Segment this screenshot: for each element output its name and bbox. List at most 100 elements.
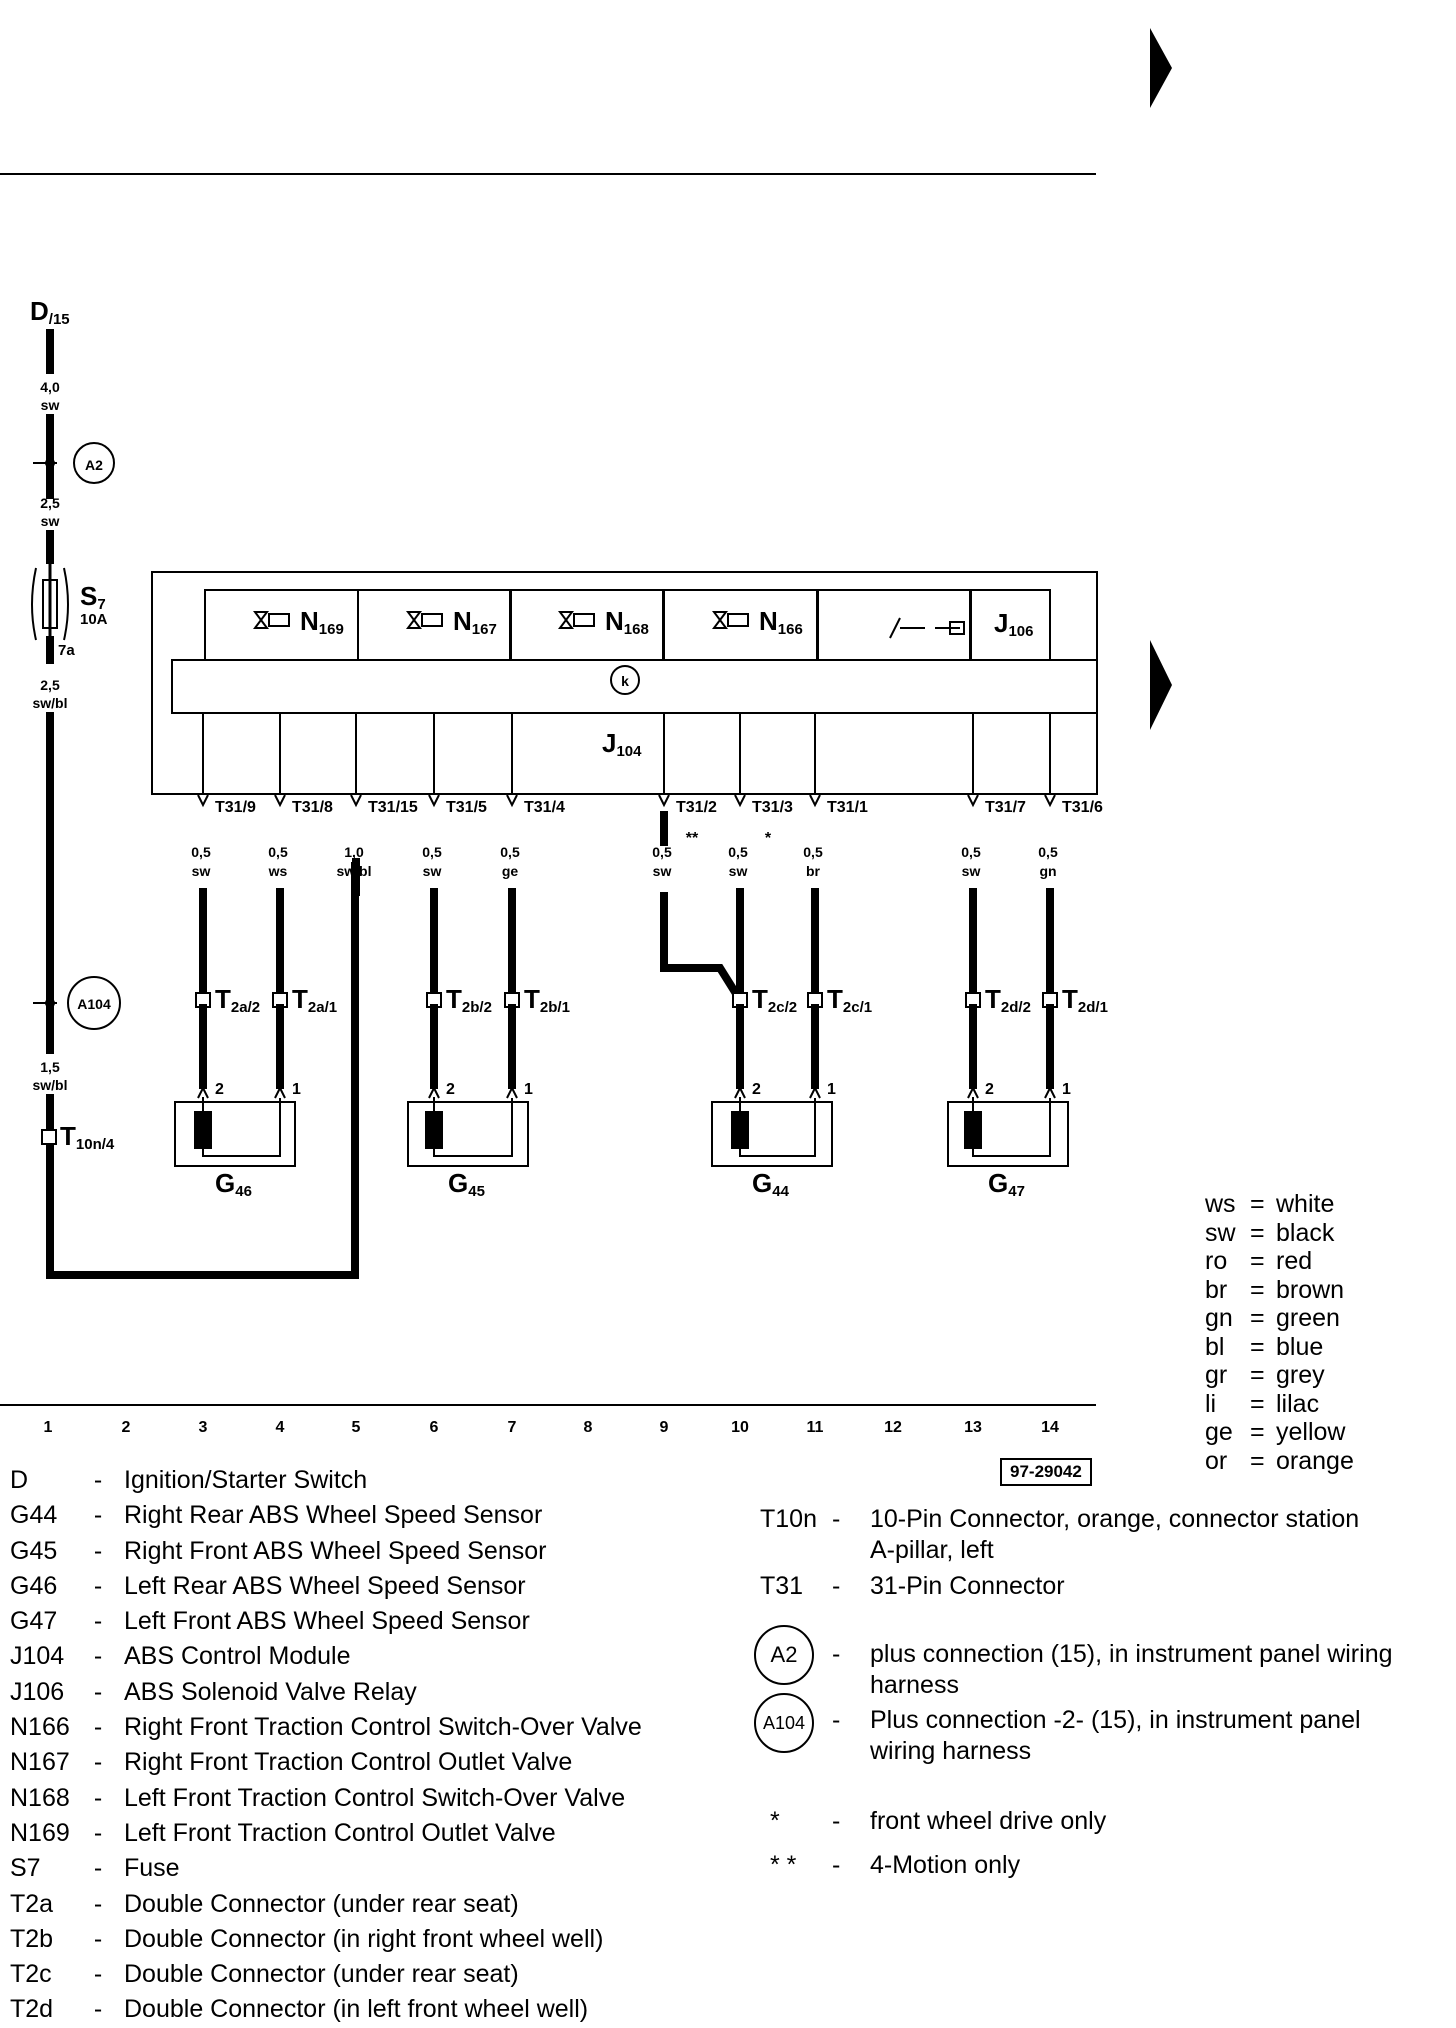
column-number: 4 xyxy=(276,1419,285,1436)
control-unit-symbol: k xyxy=(621,673,629,689)
legend-desc: Right Front Traction Control Outlet Valv… xyxy=(124,1748,573,1777)
wire-gauge: 0,5 xyxy=(191,844,211,860)
pin-arrow-icon xyxy=(967,1085,979,1099)
legend-desc: Left Front ABS Wheel Speed Sensor xyxy=(124,1607,530,1636)
legend-desc: ABS Control Module xyxy=(124,1642,351,1671)
legend-desc: harness xyxy=(870,1671,959,1699)
pin-arrow-icon xyxy=(274,794,286,808)
sensor-pin-label: 2 xyxy=(752,1081,761,1098)
pin-label: T31/5 xyxy=(446,799,487,816)
pin-arrow-icon xyxy=(197,1085,209,1099)
legend-row: N166-Right Front Traction Control Switch… xyxy=(10,1710,642,1745)
legend-desc: Ignition/Starter Switch xyxy=(124,1466,368,1494)
legend-row: G47 -Left Front ABS Wheel Speed Sensor xyxy=(10,1604,642,1639)
color-name: red xyxy=(1276,1247,1313,1275)
legend-code: G47 xyxy=(10,1607,58,1636)
valve-168-label: N168 xyxy=(605,606,649,638)
legend-dash: - xyxy=(93,1607,103,1636)
legend-code: N168 xyxy=(10,1783,70,1812)
connector-label: T2d/2 xyxy=(985,984,1031,1016)
fuse-pin: 7a xyxy=(58,642,75,659)
legend-code: * xyxy=(770,1807,780,1835)
wire-color: sw/bl xyxy=(32,1077,67,1093)
pin-arrow-icon xyxy=(428,1085,440,1099)
t10n-label: T10n/4 xyxy=(60,1121,115,1153)
color-abbr: ge xyxy=(1205,1418,1233,1446)
legend-desc: Left Front Traction Control Outlet Valve xyxy=(124,1818,556,1847)
color-key-row: ge=yellow xyxy=(1205,1418,1354,1447)
color-key-row: li=lilac xyxy=(1205,1390,1354,1419)
legend-row: N169-Left Front Traction Control Outlet … xyxy=(10,1816,642,1851)
wire-color: sw xyxy=(41,513,60,529)
wire-gauge: 0,5 xyxy=(1038,844,1058,860)
valve-icon xyxy=(406,611,422,629)
legend-row: T2d-Double Connector (in left front whee… xyxy=(10,1992,642,2027)
pin-mark: ** xyxy=(686,830,699,847)
color-name: grey xyxy=(1276,1361,1325,1389)
color-name: white xyxy=(1276,1190,1335,1218)
legend-dash: - xyxy=(93,1960,103,1989)
color-key-row: ws=white xyxy=(1205,1190,1354,1219)
legend-desc: Right Front Traction Control Switch-Over… xyxy=(124,1713,642,1742)
pin-label: T31/2 xyxy=(676,799,717,816)
color-eq: = xyxy=(1250,1304,1265,1332)
pin-arrow-icon xyxy=(506,794,518,808)
a2-circle xyxy=(73,442,115,484)
legend-code: T10n xyxy=(760,1505,817,1533)
legend-dash: - xyxy=(93,1466,103,1494)
legend-row: G45-Right Front ABS Wheel Speed Sensor xyxy=(10,1534,642,1569)
a2-label: A2 xyxy=(85,457,103,473)
reference-number: 97-29042 xyxy=(1000,1458,1092,1486)
legend-dash: - xyxy=(93,1571,103,1600)
valve-166-label: N166 xyxy=(759,606,803,638)
color-key-row: gr=grey xyxy=(1205,1361,1354,1390)
color-eq: = xyxy=(1250,1247,1265,1275)
legend-desc: plus connection (15), in instrument pane… xyxy=(870,1640,1393,1668)
wire-gauge: 0,5 xyxy=(652,844,672,860)
legend-row: S7-Fuse xyxy=(10,1851,642,1886)
valve-icon xyxy=(712,611,728,629)
color-key-row: bl=blue xyxy=(1205,1333,1354,1362)
sensor-outline xyxy=(174,1101,296,1167)
legend-dash: - xyxy=(93,1889,103,1918)
legend-dash: - xyxy=(832,1572,841,1600)
legend-dash: - xyxy=(93,1748,103,1777)
wire-color: sw xyxy=(423,863,442,879)
sensor-outline xyxy=(947,1101,1069,1167)
sensor-pin-label: 1 xyxy=(524,1081,533,1098)
color-eq: = xyxy=(1250,1332,1265,1361)
legend-dash: - xyxy=(832,1807,841,1835)
legend-dash: - xyxy=(832,1505,841,1533)
column-number: 5 xyxy=(352,1419,361,1436)
legend-desc: wiring harness xyxy=(870,1737,1032,1765)
legend-desc: Double Connector (under rear seat) xyxy=(124,1960,519,1989)
continue-arrow-icon xyxy=(1150,640,1172,730)
pin-arrow-icon xyxy=(734,1085,746,1099)
sensor-pin-label: 1 xyxy=(292,1081,301,1098)
relay-contact-box xyxy=(817,589,972,661)
legend-code: T2c xyxy=(10,1960,52,1989)
legend-row: G46-Left Rear ABS Wheel Speed Sensor xyxy=(10,1569,642,1604)
legend-code: T2d xyxy=(10,1995,54,2024)
wire-color: sw xyxy=(41,397,60,413)
legend-row: T2b-Double Connector (in right front whe… xyxy=(10,1922,642,1957)
color-eq: = xyxy=(1250,1389,1265,1418)
wire-color: gn xyxy=(1039,863,1056,879)
wire-color: br xyxy=(806,863,821,879)
legend-row: G44-Right Rear ABS Wheel Speed Sensor xyxy=(10,1498,642,1533)
solenoid-icon xyxy=(421,613,443,627)
connector-label: T2c/2 xyxy=(752,984,797,1016)
color-abbr: ws xyxy=(1205,1190,1236,1218)
legend-code: S7 xyxy=(10,1854,41,1883)
color-name: orange xyxy=(1276,1446,1354,1475)
sensor-pin-label: 2 xyxy=(985,1081,994,1098)
relay-contact-icon xyxy=(889,617,960,639)
legend-desc: Right Front ABS Wheel Speed Sensor xyxy=(124,1536,547,1565)
sensor-45-label: G45 xyxy=(448,1168,485,1200)
connector-label: T2a/1 xyxy=(292,984,337,1016)
legend-dash: - xyxy=(93,1536,103,1565)
wire-gauge: 0,5 xyxy=(803,844,823,860)
wire-color: sw/bl xyxy=(32,695,67,711)
legend-desc: Plus connection -2- (15), in instrument … xyxy=(870,1706,1361,1734)
module-j104-label: J104 xyxy=(602,728,642,760)
